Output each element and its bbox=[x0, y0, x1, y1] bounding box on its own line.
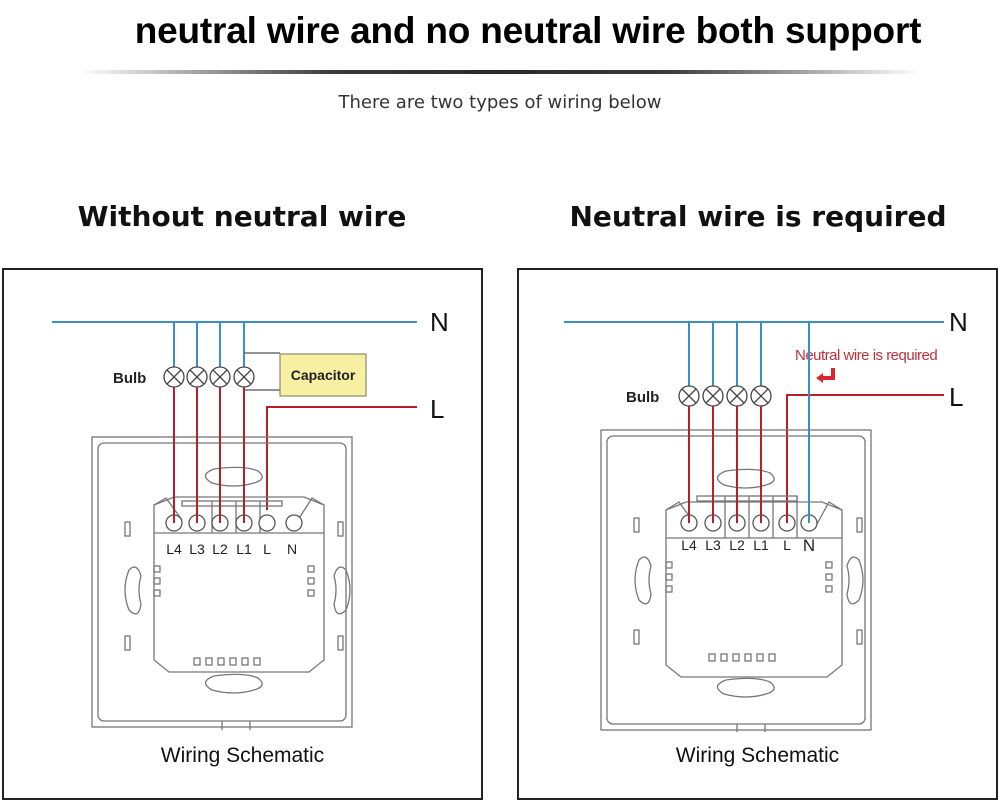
terminal-label: L2 bbox=[729, 537, 745, 553]
neutral-drops bbox=[173, 322, 245, 367]
bulb-icon bbox=[233, 366, 255, 388]
wiring-diagram-right: N L Neutral wire is required Bulb bbox=[564, 307, 968, 732]
bulb-icon bbox=[163, 366, 185, 388]
capacitor-label: Capacitor bbox=[291, 367, 356, 383]
bulb-icon bbox=[186, 366, 208, 388]
terminal-label: L1 bbox=[753, 537, 769, 553]
terminal-label: L4 bbox=[681, 537, 697, 553]
caption-right: Wiring Schematic bbox=[675, 744, 840, 767]
caption-left: Wiring Schematic bbox=[160, 744, 325, 767]
terminal-label: L3 bbox=[705, 537, 721, 553]
heading-neutral-required: Neutral wire is required bbox=[569, 200, 947, 233]
neutral-required-annotation: Neutral wire is required bbox=[795, 347, 937, 364]
main-title: neutral wire and no neutral wire both su… bbox=[134, 10, 922, 51]
live-line bbox=[266, 406, 417, 510]
terminal-label: N bbox=[803, 536, 815, 555]
live-line bbox=[786, 394, 944, 520]
bulb-icon bbox=[750, 385, 772, 407]
neutral-drops bbox=[688, 322, 762, 386]
terminal-label: L bbox=[783, 537, 791, 553]
bulb-icon bbox=[726, 385, 748, 407]
bulb-icon bbox=[678, 385, 700, 407]
wiring-diagram-left: N L Capacitor Bulb bbox=[52, 307, 449, 730]
terminal-label: L1 bbox=[236, 541, 252, 557]
live-drops bbox=[173, 387, 245, 523]
live-drops bbox=[688, 406, 762, 523]
terminal-block bbox=[165, 514, 303, 532]
bulb-label: Bulb bbox=[113, 370, 146, 387]
terminal-label: L2 bbox=[212, 541, 228, 557]
arrow-icon bbox=[816, 368, 835, 383]
switch-backplate bbox=[91, 436, 353, 730]
terminal-label: L4 bbox=[166, 541, 182, 557]
terminal-label: L bbox=[263, 541, 271, 557]
panel-without-neutral: N L Capacitor Bulb bbox=[2, 268, 483, 800]
bulb-icon bbox=[702, 385, 724, 407]
neutral-label: N bbox=[430, 307, 449, 337]
live-label: L bbox=[949, 382, 963, 412]
panel-neutral-required: N L Neutral wire is required Bulb bbox=[517, 268, 998, 800]
bulb-icon bbox=[209, 366, 231, 388]
heading-without-neutral: Without neutral wire bbox=[77, 200, 407, 233]
live-label: L bbox=[430, 394, 444, 424]
bulb-label: Bulb bbox=[626, 389, 659, 406]
terminal-l bbox=[258, 514, 276, 532]
capacitor-box bbox=[279, 353, 367, 397]
title-divider bbox=[80, 70, 920, 74]
terminal-n bbox=[285, 514, 303, 532]
subtitle: There are two types of wiring below bbox=[338, 92, 662, 113]
neutral-label: N bbox=[949, 307, 968, 337]
terminal-label: N bbox=[287, 541, 297, 557]
terminal-label: L3 bbox=[189, 541, 205, 557]
